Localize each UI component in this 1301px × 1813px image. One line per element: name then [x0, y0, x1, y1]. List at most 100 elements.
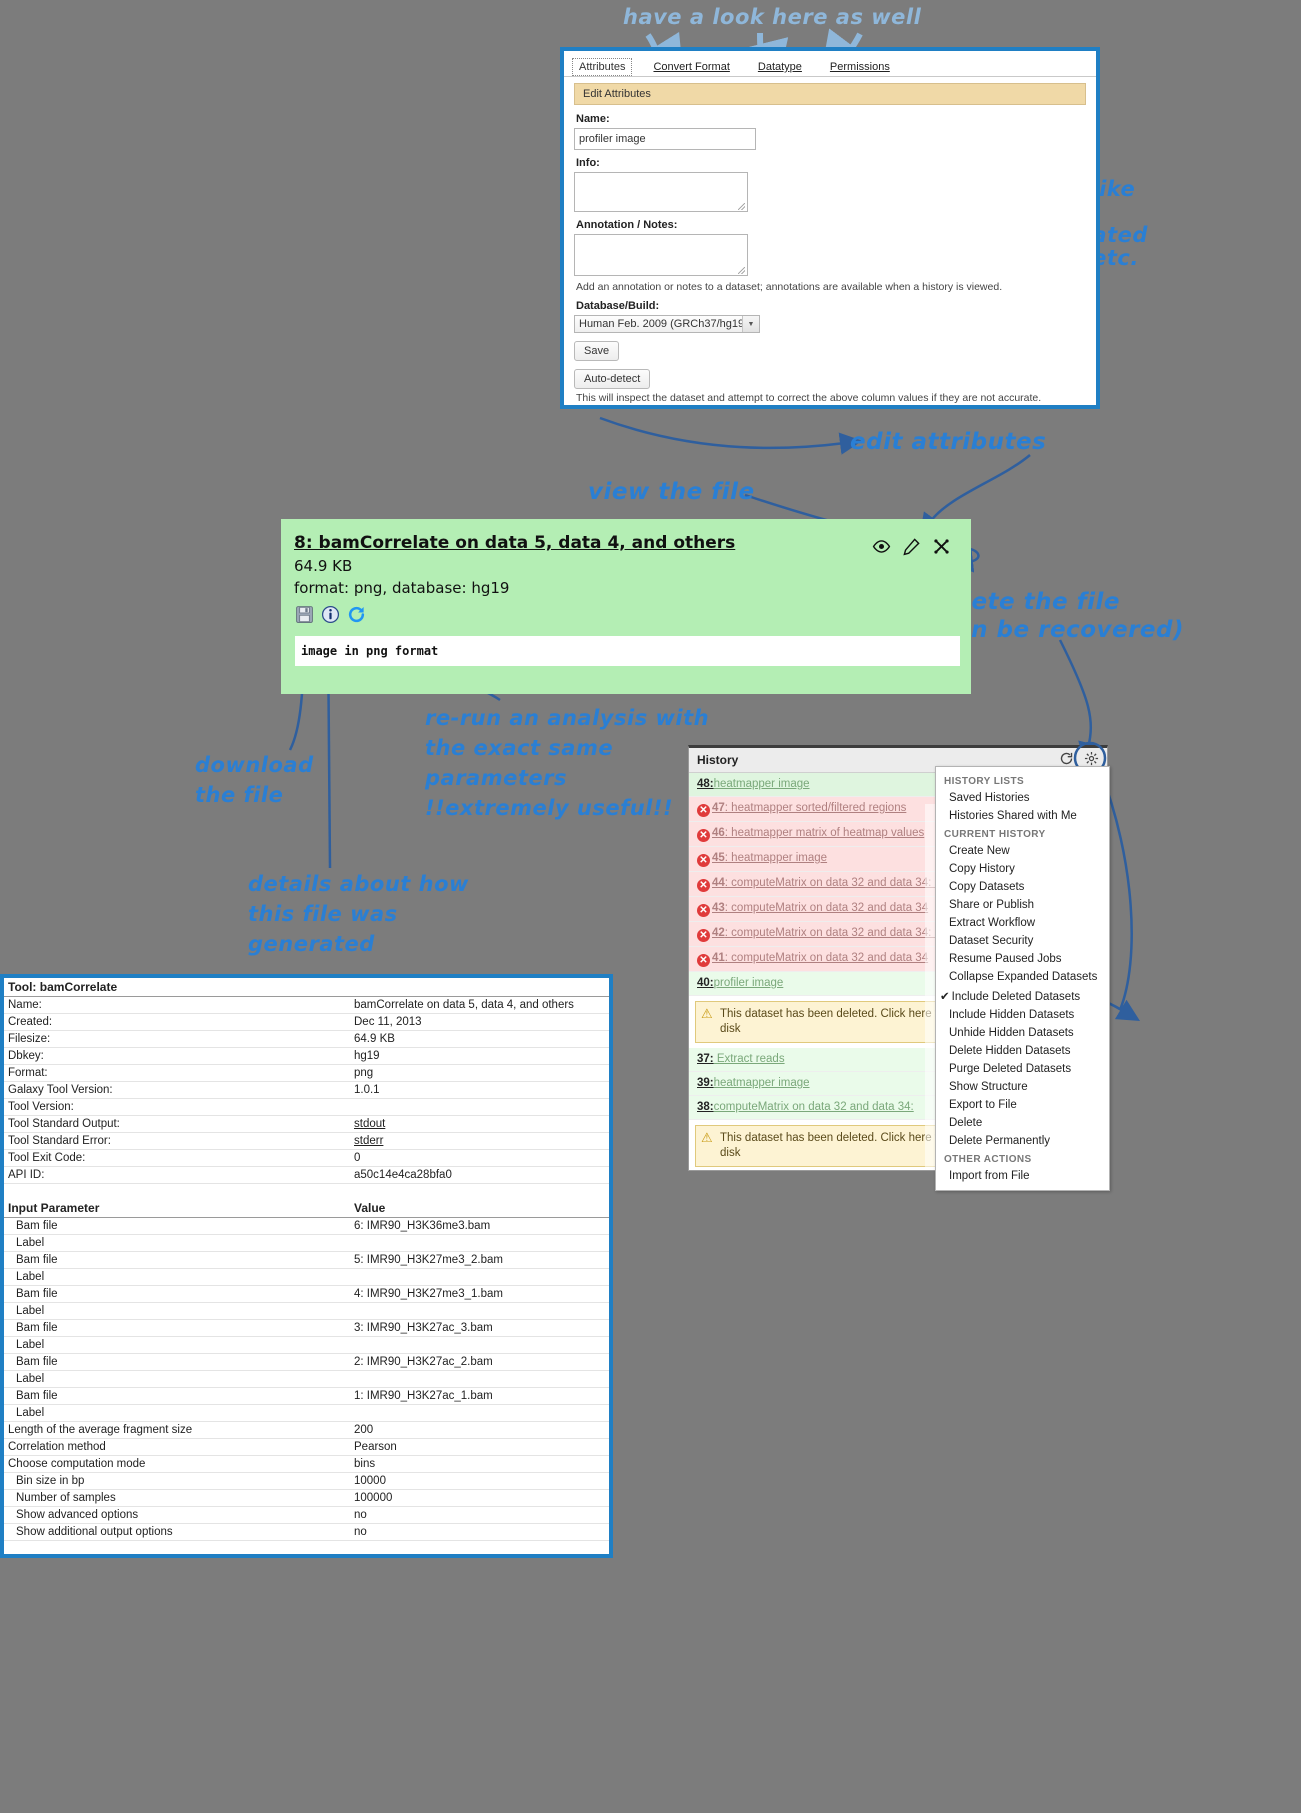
- menu-item[interactable]: Export to File: [949, 1099, 1017, 1111]
- save-icon[interactable]: [295, 605, 314, 624]
- annotation-textarea[interactable]: [574, 234, 748, 276]
- menu-item[interactable]: Saved Histories: [949, 792, 1030, 804]
- delete-marker-icon[interactable]: ✕: [697, 804, 710, 817]
- chevron-down-icon[interactable]: ▼: [742, 316, 759, 332]
- row-key: Label: [4, 1404, 350, 1422]
- delete-marker-icon[interactable]: ✕: [697, 954, 710, 967]
- info-textarea[interactable]: [574, 172, 748, 212]
- delete-marker-icon[interactable]: ✕: [697, 904, 710, 917]
- row-key: Label: [4, 1336, 350, 1354]
- row-value[interactable]: stderr: [350, 1132, 609, 1150]
- menu-item[interactable]: Create New: [949, 845, 1010, 857]
- row-value: 100000: [350, 1489, 609, 1507]
- tab-attributes[interactable]: Attributes: [572, 58, 633, 76]
- history-item-number: 45: [712, 852, 725, 864]
- row-key: Tool Standard Output:: [4, 1115, 350, 1133]
- link-stdout[interactable]: stdout: [354, 1118, 386, 1130]
- row-value: [350, 1234, 609, 1252]
- row-value: bins: [350, 1455, 609, 1473]
- delete-marker-icon[interactable]: ✕: [697, 854, 710, 867]
- row-key: Bam file: [4, 1387, 350, 1405]
- row-key: Label: [4, 1234, 350, 1252]
- resize-grip-icon[interactable]: [738, 267, 745, 274]
- link-stderr[interactable]: stderr: [354, 1135, 384, 1147]
- menu-item[interactable]: Show Structure: [949, 1081, 1028, 1093]
- menu-item[interactable]: Delete: [949, 1117, 983, 1129]
- tab-convert-format[interactable]: Convert Format: [653, 61, 730, 73]
- row-key: API ID:: [4, 1166, 350, 1184]
- menu-item[interactable]: Purge Deleted Datasets: [949, 1063, 1072, 1075]
- menu-item[interactable]: Extract Workflow: [949, 917, 1036, 929]
- row-key: Bam file: [4, 1217, 350, 1235]
- delete-icon[interactable]: [932, 537, 951, 556]
- param-header-value: Value: [350, 1192, 609, 1218]
- row-value: 0: [350, 1149, 609, 1167]
- dataset-title[interactable]: 8: bamCorrelate on data 5, data 4, and o…: [294, 533, 736, 553]
- info-label: Info:: [576, 157, 600, 169]
- dataset-icon-row: [295, 605, 971, 624]
- row-value[interactable]: stdout: [350, 1115, 609, 1133]
- menu-item[interactable]: ✔Include Deleted Datasets: [940, 991, 1081, 1003]
- info-icon[interactable]: [321, 605, 340, 624]
- menu-item[interactable]: Copy Datasets: [949, 881, 1025, 893]
- row-key: Format:: [4, 1064, 350, 1082]
- name-input[interactable]: [574, 128, 756, 150]
- param-header-key: Input Parameter: [4, 1192, 350, 1218]
- resize-grip-icon[interactable]: [738, 203, 745, 210]
- row-value: png: [350, 1064, 609, 1082]
- menu-item[interactable]: Include Hidden Datasets: [949, 1009, 1075, 1021]
- history-item-number: 37:: [697, 1053, 714, 1065]
- database-select[interactable]: Human Feb. 2009 (GRCh37/hg19... ▼: [574, 315, 760, 333]
- history-item-number: 42: [712, 927, 725, 939]
- pencil-icon[interactable]: [902, 537, 921, 556]
- gear-icon[interactable]: [1084, 751, 1099, 766]
- row-key: Bam file: [4, 1353, 350, 1371]
- row-key: Tool Exit Code:: [4, 1149, 350, 1167]
- menu-item[interactable]: Delete Permanently: [949, 1135, 1050, 1147]
- row-key: Show additional output options: [4, 1523, 350, 1541]
- delete-marker-icon[interactable]: ✕: [697, 879, 710, 892]
- menu-item[interactable]: Copy History: [949, 863, 1015, 875]
- menu-item[interactable]: Collapse Expanded Datasets: [949, 971, 1098, 983]
- rerun-icon[interactable]: [347, 605, 366, 624]
- row-key: Length of the average fragment size: [4, 1421, 350, 1439]
- refresh-icon[interactable]: [1059, 751, 1074, 766]
- annotation-details: details about how this file was generate…: [248, 872, 469, 956]
- eye-icon[interactable]: [872, 537, 891, 556]
- history-item-number: 39:: [697, 1077, 714, 1089]
- table-row: Tool Version:: [4, 1098, 609, 1116]
- menu-item[interactable]: Import from File: [949, 1170, 1030, 1182]
- menu-item[interactable]: Resume Paused Jobs: [949, 953, 1062, 965]
- autodetect-hint: This will inspect the dataset and attemp…: [576, 392, 1042, 404]
- dataset-format: format: png, database: hg19: [294, 579, 510, 597]
- menu-section-header: Current History: [944, 829, 1046, 840]
- row-value: [350, 1370, 609, 1388]
- database-label: Database/Build:: [576, 300, 660, 312]
- row-value: bamCorrelate on data 5, data 4, and othe…: [350, 996, 609, 1014]
- row-value: 6: IMR90_H3K36me3.bam: [350, 1217, 609, 1235]
- autodetect-button[interactable]: Auto-detect: [574, 369, 651, 389]
- dataset-filesize: 64.9 KB: [294, 557, 353, 575]
- history-item-title: : heatmapper image: [724, 852, 828, 864]
- menu-item[interactable]: Dataset Security: [949, 935, 1034, 947]
- delete-marker-icon[interactable]: ✕: [697, 829, 710, 842]
- row-key: Bam file: [4, 1319, 350, 1337]
- delete-marker-icon[interactable]: ✕: [697, 929, 710, 942]
- menu-item[interactable]: Histories Shared with Me: [949, 810, 1077, 822]
- tab-datatype[interactable]: Datatype: [757, 61, 802, 73]
- history-item-number: 47: [712, 802, 725, 814]
- table-row: Dbkey:hg19: [4, 1047, 609, 1065]
- save-button[interactable]: Save: [574, 341, 620, 361]
- row-key: Bam file: [4, 1251, 350, 1269]
- row-key: Bam file: [4, 1285, 350, 1303]
- menu-item[interactable]: Unhide Hidden Datasets: [949, 1027, 1074, 1039]
- row-key: Label: [4, 1268, 350, 1286]
- row-value: 64.9 KB: [350, 1030, 609, 1048]
- menu-item[interactable]: Share or Publish: [949, 899, 1035, 911]
- menu-item[interactable]: Delete Hidden Datasets: [949, 1045, 1071, 1057]
- row-key: Galaxy Tool Version:: [4, 1081, 350, 1099]
- tab-permissions[interactable]: Permissions: [829, 61, 890, 73]
- table-row: Label: [4, 1370, 609, 1388]
